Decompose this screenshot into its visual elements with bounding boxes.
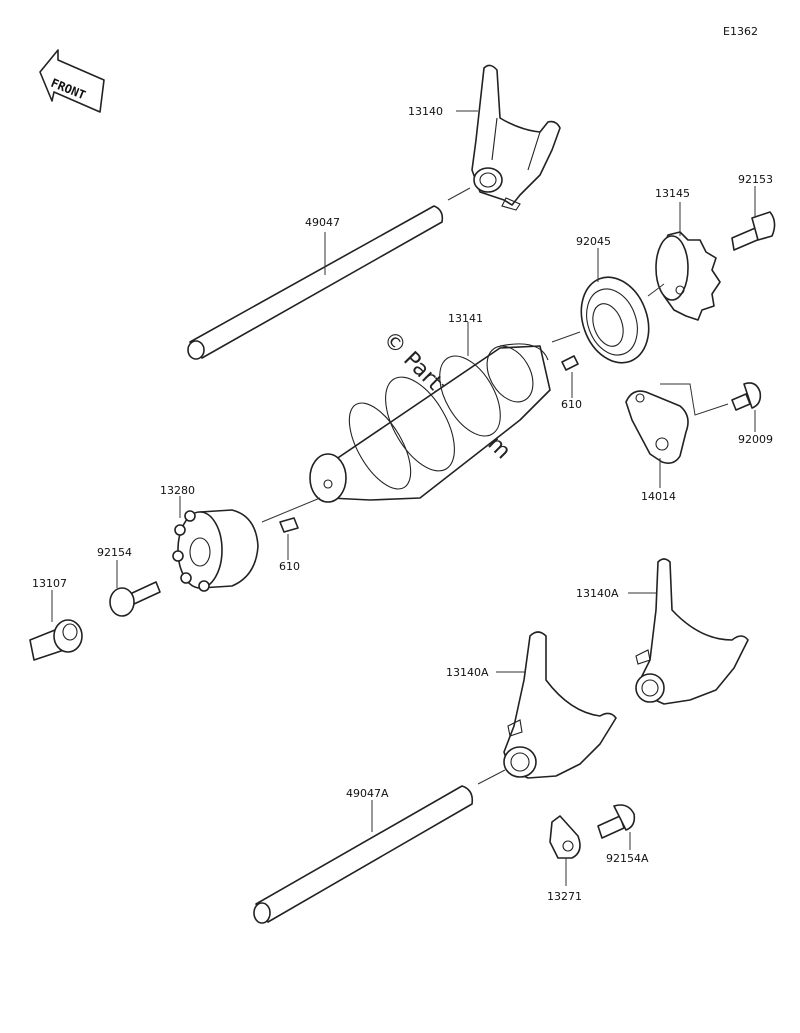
bolt-92154[interactable]: [109, 581, 161, 617]
label-92045: 92045: [576, 235, 611, 248]
label-13145: 13145: [655, 187, 690, 200]
label-14014: 14014: [641, 490, 676, 503]
plate-14014[interactable]: [625, 390, 689, 464]
label-610-upper: 610: [561, 398, 582, 411]
shaft-13107[interactable]: [29, 619, 83, 661]
shift-fork-13140[interactable]: [471, 64, 561, 211]
label-49047A: 49047A: [346, 787, 389, 800]
shift-fork-13140A-left[interactable]: [503, 631, 617, 779]
label-92154A: 92154A: [606, 852, 649, 865]
bolt-92154A[interactable]: [597, 804, 636, 839]
pin-610-upper[interactable]: [561, 355, 579, 371]
label-610-lower: 610: [279, 560, 300, 573]
label-13141: 13141: [448, 312, 483, 325]
bolt-92153[interactable]: [731, 211, 776, 251]
label-13271: 13271: [547, 890, 582, 903]
shift-rod-49047A[interactable]: [253, 785, 474, 924]
label-13140A-left: 13140A: [446, 666, 489, 679]
screw-92009[interactable]: [731, 382, 762, 411]
label-92153: 92153: [738, 173, 773, 186]
label-13107: 13107: [32, 577, 67, 590]
pin-610-lower[interactable]: [279, 517, 299, 533]
shift-drum-13141[interactable]: [309, 338, 551, 503]
label-13280: 13280: [160, 484, 195, 497]
label-13140A-right: 13140A: [576, 587, 619, 600]
label-92009: 92009: [738, 433, 773, 446]
shift-cam-13280[interactable]: [172, 509, 259, 592]
shift-drum-cam-13145[interactable]: [655, 231, 721, 321]
diagram-id: E1362: [723, 25, 758, 38]
shift-fork-13140A-right[interactable]: [635, 558, 749, 705]
label-13140: 13140: [408, 105, 443, 118]
label-49047: 49047: [305, 216, 340, 229]
front-arrow-icon: FRONT: [39, 49, 105, 113]
bearing-92045[interactable]: [570, 268, 660, 373]
plate-13271[interactable]: [549, 815, 581, 859]
label-92154: 92154: [97, 546, 132, 559]
shift-rod-49047[interactable]: [187, 205, 444, 360]
